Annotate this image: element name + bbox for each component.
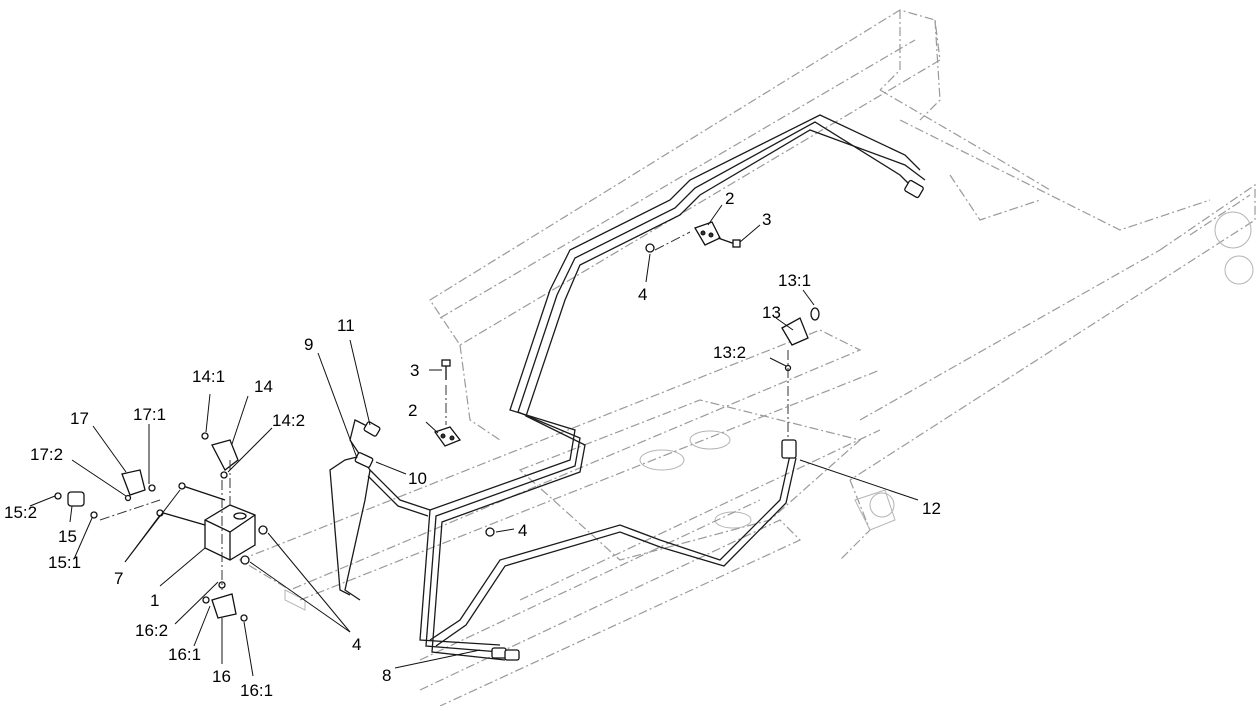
callout-13-1: 13:1 <box>778 271 811 290</box>
callout-17-2: 17:2 <box>30 445 63 464</box>
callout-4-center: 4 <box>518 521 527 540</box>
chassis-frame <box>238 9 1256 707</box>
bolt-head-7a <box>178 482 186 490</box>
callout-14-2: 14:2 <box>272 411 305 430</box>
nut-part-4-upper <box>645 243 655 253</box>
clamp-part-2-upper <box>694 221 721 246</box>
callout-14-1: 14:1 <box>192 367 225 386</box>
clamp-part-2-center <box>433 426 462 447</box>
nut-part-4-lower <box>240 555 250 565</box>
bolt-head-3-upper <box>732 239 741 248</box>
callout-2-center: 2 <box>408 401 417 420</box>
assembly-center-lines <box>99 231 789 590</box>
elbow-fitting-part-14 <box>201 432 239 479</box>
callout-8: 8 <box>382 666 391 685</box>
bolt-part-7a <box>179 484 226 501</box>
callout-3-upper: 3 <box>762 210 771 229</box>
nut-part-4-center <box>485 527 495 537</box>
callout-11: 11 <box>337 316 355 335</box>
callout-1: 1 <box>150 591 159 610</box>
tube-end-fitting-8b <box>504 649 520 661</box>
callout-3-center: 3 <box>410 361 419 380</box>
callout-2-upper: 2 <box>725 189 734 208</box>
callout-16-1-left: 16:1 <box>168 645 201 664</box>
callout-17-1: 17:1 <box>133 405 166 424</box>
callout-15-2: 15:2 <box>4 503 37 522</box>
leader-lines <box>29 204 919 677</box>
tube-end-fitting-rear <box>904 179 924 199</box>
parts <box>54 179 924 661</box>
callout-15-1: 15:1 <box>48 553 81 572</box>
callout-10: 10 <box>408 469 427 488</box>
callout-16-1-right: 16:1 <box>240 681 273 700</box>
callout-13: 13 <box>762 303 781 322</box>
bolt-part-7b <box>159 511 206 526</box>
callout-9: 9 <box>304 335 313 354</box>
callout-labels: 1 2 2 3 3 4 4 4 7 8 9 10 11 12 13 13:1 1… <box>4 189 941 700</box>
callout-4-upper: 4 <box>638 285 647 304</box>
callout-15: 15 <box>58 527 77 546</box>
tube-nut-part-12 <box>781 439 797 459</box>
tube-end-fitting-10 <box>354 452 374 468</box>
elbow-fitting-part-13 <box>781 307 820 372</box>
hydraulic-tubes <box>329 114 926 661</box>
valve-block-part-1 <box>204 504 256 561</box>
callout-14: 14 <box>254 377 273 396</box>
tube-end-fitting-11 <box>363 421 381 437</box>
tube-end-fitting-8a <box>491 647 507 659</box>
tee-fitting-part-16 <box>202 581 248 622</box>
bolt-part-3-upper <box>717 237 736 245</box>
callout-16-2: 16:2 <box>135 621 168 640</box>
callout-12: 12 <box>922 499 941 518</box>
elbow-fitting-part-17 <box>121 469 156 502</box>
callout-13-2: 13:2 <box>713 343 746 362</box>
callout-17: 17 <box>70 409 89 428</box>
bolt-head-3-center <box>441 359 451 367</box>
nut-part-4-right <box>258 525 268 535</box>
fitting-part-15 <box>54 491 98 519</box>
callout-4-lower: 4 <box>352 635 361 654</box>
callout-7: 7 <box>114 569 123 588</box>
callout-16: 16 <box>212 667 231 686</box>
